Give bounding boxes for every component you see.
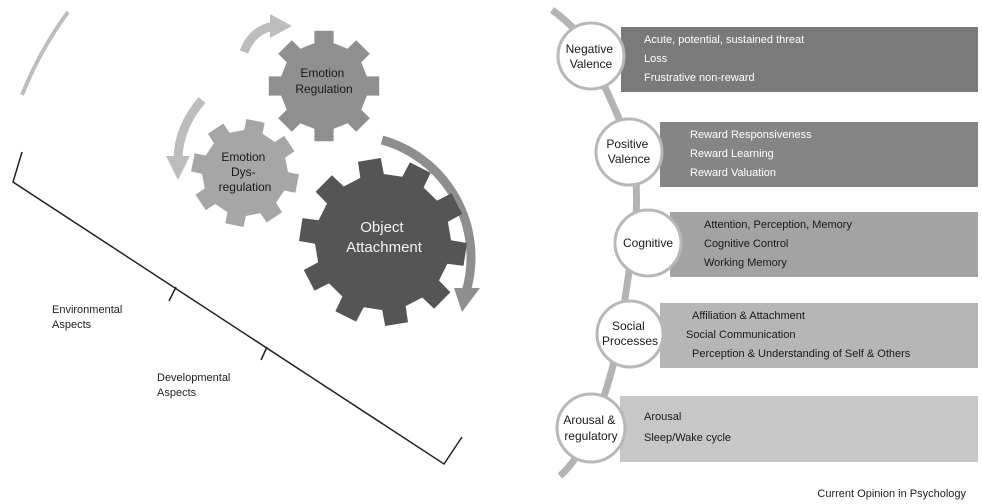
large-arc-arrow: [380, 135, 476, 294]
domain-item: Reward Responsiveness: [690, 129, 812, 141]
domain-social-processes: Social Processes Affiliation & Attachmen…: [595, 299, 978, 369]
development-axis: [12, 151, 463, 466]
domain-negative-valence: Negative Valence Acute, potential, susta…: [556, 21, 978, 92]
domain-circle: [594, 117, 664, 187]
domain-item: Attention, Perception, Memory: [704, 219, 852, 231]
cycle-arrow-left: [173, 97, 206, 161]
domain-circle: [555, 392, 627, 464]
gear-object-attachment: [299, 158, 467, 326]
domain-name: Cognitive: [623, 236, 673, 250]
domain-item: Cognitive Control: [704, 238, 788, 250]
domain-circle: [556, 21, 626, 91]
domain-name: Arousal & regulatory: [563, 413, 618, 443]
cycle-arrow-top: [239, 21, 276, 54]
gear-emotion-dysregulation: [191, 119, 299, 227]
axis-tick-environmental: [168, 286, 177, 302]
domain-name: Negative Valence: [566, 42, 617, 71]
domain-name: Social Processes: [602, 319, 658, 348]
domain-item: Loss: [644, 53, 668, 65]
domain-item: Reward Valuation: [690, 167, 776, 179]
domain-band: [660, 122, 978, 187]
domain-item: Frustrative non-reward: [644, 72, 755, 84]
domain-positive-valence: Positive Valence Reward Responsiveness R…: [594, 117, 978, 187]
gear-shape: [191, 119, 299, 227]
gear-label-object-attachment: Object Attachment: [346, 219, 423, 256]
domain-name: Positive Valence: [606, 137, 651, 166]
domain-arousal-regulatory: Arousal & regulatory Arousal Sleep/Wake …: [555, 392, 978, 464]
cycle-arrow-left-head: [166, 156, 190, 180]
label-developmental-aspects: Developmental Aspects: [157, 372, 233, 399]
gear-shape: [299, 158, 467, 326]
gear-label-emotion-regulation: Emotion Regulation: [295, 66, 352, 96]
domain-item: Arousal: [644, 411, 681, 423]
cycle-arrow-top-head: [270, 14, 292, 38]
domain-band: [670, 212, 978, 277]
domain-item: Acute, potential, sustained threat: [644, 34, 804, 46]
domain-cognitive: Cognitive Attention, Perception, Memory …: [613, 208, 978, 278]
axis-tick-developmental: [260, 346, 268, 361]
top-left-arc: [20, 10, 70, 96]
domain-band: [621, 27, 978, 92]
domain-item: Perception & Understanding of Self & Oth…: [692, 348, 911, 360]
domain-circle: [613, 208, 683, 278]
gear-shape: [268, 30, 380, 142]
domain-item: Working Memory: [704, 257, 787, 269]
domain-item: Sleep/Wake cycle: [644, 432, 731, 444]
domain-item: Reward Learning: [690, 148, 774, 160]
domain-item: Social Communication: [686, 329, 795, 341]
footer-source: Current Opinion in Psychology: [817, 488, 966, 500]
domain-band: [620, 396, 978, 462]
domain-circle: [595, 299, 665, 369]
domain-band: [660, 303, 978, 368]
gear-emotion-regulation: [268, 30, 380, 142]
domain-item: Affiliation & Attachment: [692, 310, 805, 322]
gear-label-emotion-dysregulation: Emotion Dys- regulation: [219, 150, 272, 194]
axis-bracket: [12, 151, 463, 466]
label-environmental-aspects: Environmental Aspects: [52, 304, 125, 331]
large-arc-arrow-head: [454, 288, 480, 312]
